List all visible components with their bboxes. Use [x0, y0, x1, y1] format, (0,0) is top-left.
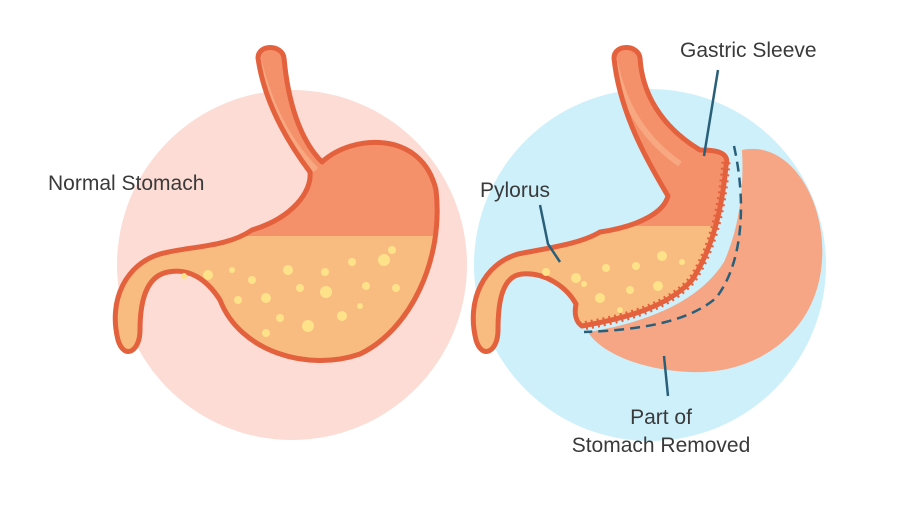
- decorative-dot: [827, 160, 849, 182]
- label-gastric-sleeve: Gastric Sleeve: [680, 39, 817, 62]
- removed-leader: [662, 355, 670, 397]
- sleeve-outline: [470, 45, 730, 354]
- cut-line-dashed: [583, 145, 743, 334]
- label-removed-line2: Stomach Removed: [572, 434, 751, 457]
- label-removed-line1: Part of: [630, 406, 692, 429]
- normal-stomach-outline: [112, 45, 440, 363]
- food-particles-right: [542, 251, 685, 313]
- food-particles-left: [181, 246, 400, 337]
- removed-stomach-part: [588, 148, 823, 373]
- pylorus-leader: [538, 204, 562, 263]
- label-normal-stomach: Normal Stomach: [48, 172, 204, 195]
- staple-line: [581, 161, 731, 331]
- label-pylorus: Pylorus: [480, 179, 550, 202]
- gastric-sleeve-leader: [702, 69, 720, 157]
